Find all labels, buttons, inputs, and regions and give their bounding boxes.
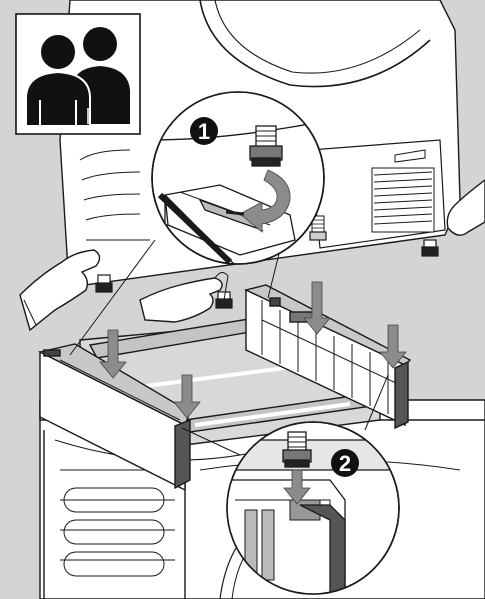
foot-front-left <box>96 275 112 292</box>
vent-grille <box>372 168 434 232</box>
step-1-number: 1 <box>198 119 210 144</box>
step-2-badge: 2 <box>331 449 359 477</box>
foot-rear-right <box>422 240 438 256</box>
step-2-number: 2 <box>339 451 351 476</box>
step-1-badge: 1 <box>190 117 218 145</box>
two-people-icon <box>16 14 140 134</box>
